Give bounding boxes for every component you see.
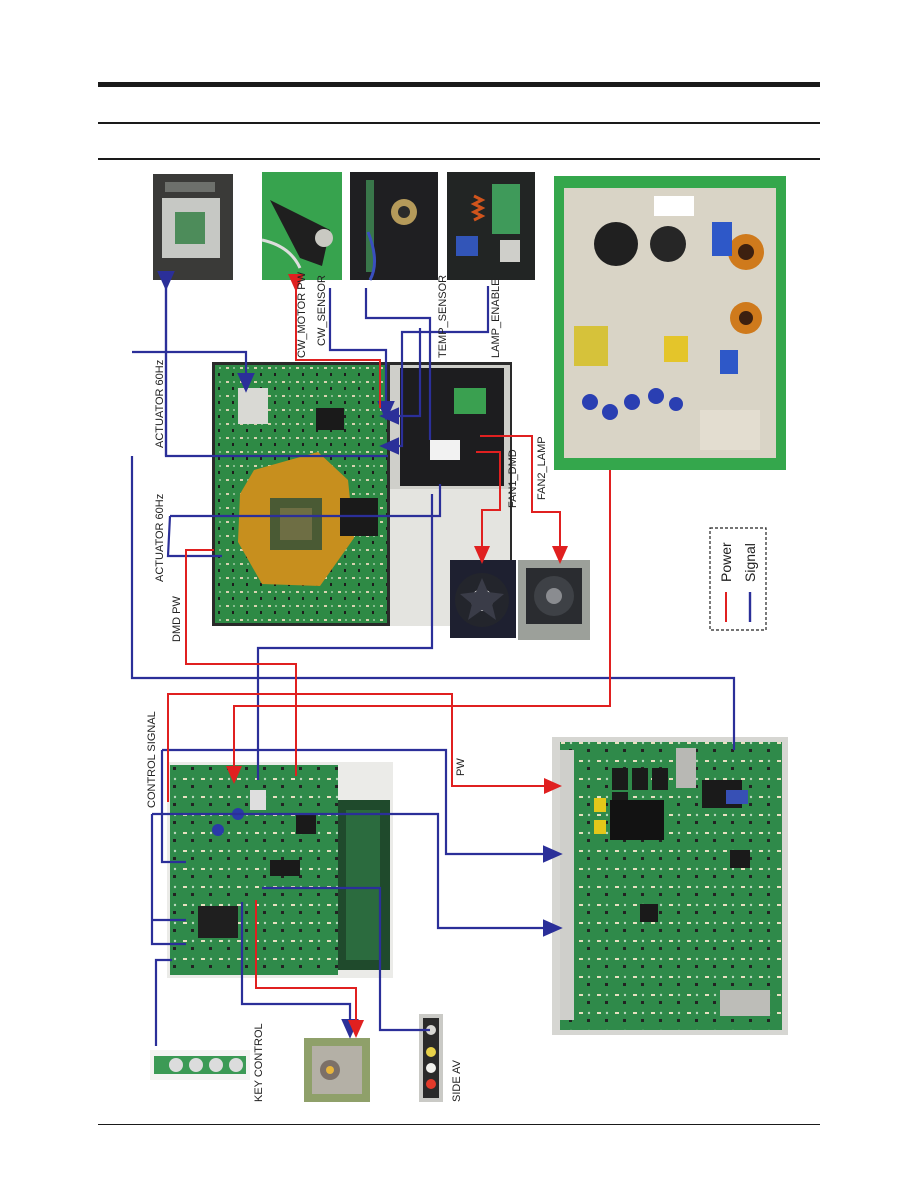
- wire-actuator-mid: [166, 484, 442, 558]
- wire-smps-to-av: [226, 470, 611, 784]
- power-supply-photo: [554, 176, 786, 470]
- actuator-photo: [153, 174, 233, 280]
- av-board-photo: [167, 762, 393, 978]
- wire-cw-motor-pw: [288, 274, 381, 408]
- wire-temp-sensor-1: [364, 288, 432, 440]
- wire-av-to-speaker: [255, 900, 364, 1038]
- wire-dmd-to-av: [256, 494, 434, 780]
- label-actuator-mid: ACTUATOR 60Hz: [154, 494, 166, 582]
- label-side-av: SIDE AV: [451, 1059, 463, 1102]
- wire-labels: ACTUATOR 60Hz CW_MOTOR PW CW_SENSOR TEMP…: [146, 271, 548, 1102]
- label-fan1-dmd: FAN1_DMD: [507, 449, 519, 508]
- fan-lamp-photo: [518, 560, 590, 640]
- footer-rule: [98, 1124, 820, 1125]
- wire-actuator-top: [132, 350, 255, 393]
- wire-key-control: [154, 958, 172, 1046]
- label-fan2-lamp: FAN2_LAMP: [536, 436, 548, 500]
- wire-speaker-sig: [240, 902, 359, 1039]
- label-lamp-enable: LAMP_ENABLE: [490, 279, 502, 358]
- label-actuator-top: ACTUATOR 60Hz: [154, 360, 166, 448]
- top-thick-rule: [98, 82, 820, 87]
- speaker-photo: [304, 1038, 370, 1102]
- label-cw-sensor: CW_SENSOR: [316, 275, 328, 346]
- wire-temp-sensor-2: [379, 286, 490, 455]
- wire-cw-sensor: [328, 288, 395, 421]
- legend-signal-label: Signal: [742, 543, 758, 582]
- wire-control-signal-2: [160, 750, 186, 864]
- wire-av-to-main: [152, 812, 563, 937]
- label-dmd-pw: DMD PW: [171, 596, 183, 642]
- av-jack-photo: [419, 1014, 443, 1102]
- wire-av-loop: [150, 814, 186, 946]
- lamp-board-photo: [447, 172, 535, 280]
- label-key-control: KEY CONTROL: [253, 1023, 265, 1102]
- wire-side-av: [262, 886, 430, 1032]
- wire-dmd-pw: [185, 549, 297, 776]
- top-thin-rule-1: [98, 122, 820, 124]
- legend: Power Signal: [709, 527, 767, 631]
- top-thin-rule-2: [98, 158, 820, 160]
- wire-fan1-dmd: [474, 451, 501, 564]
- wire-actuator-to-main: [130, 282, 736, 750]
- sensor-photo: [350, 172, 438, 281]
- wire-temp-sensor-3: [379, 328, 422, 425]
- color-wheel-photo: [261, 172, 342, 280]
- power-wires: [167, 274, 611, 1038]
- dmd-board-photo: [212, 362, 512, 626]
- label-cw-motor-pw: CW_MOTOR PW: [296, 271, 308, 358]
- label-temp-sensor: TEMP_SENSOR: [437, 275, 449, 358]
- label-control-signal: CONTROL SIGNAL: [146, 711, 158, 808]
- wire-control-signal: [162, 748, 563, 863]
- legend-power-label: Power: [718, 542, 734, 582]
- wire-pw-to-main: [167, 693, 562, 802]
- label-pw: PW: [455, 758, 467, 776]
- fan-dmd-photo: [450, 560, 516, 638]
- key-board-photo: [150, 1050, 250, 1080]
- wire-fan2-lamp: [480, 435, 568, 564]
- main-board-photo: [552, 737, 788, 1035]
- signal-wires: [130, 282, 736, 1046]
